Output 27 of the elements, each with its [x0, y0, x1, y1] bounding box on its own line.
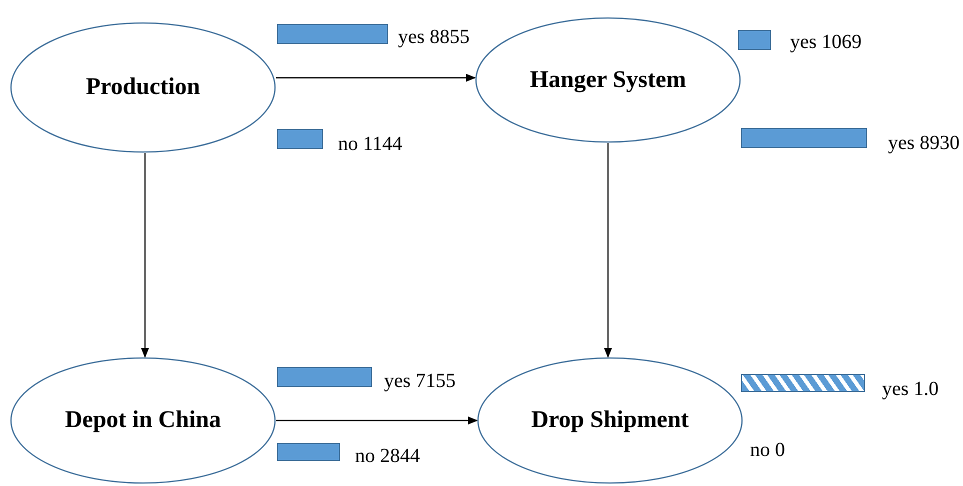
value-label: yes 8930 — [888, 133, 960, 153]
arrow — [604, 143, 612, 358]
arrow — [276, 416, 478, 424]
ellipse-node — [477, 357, 743, 484]
value-label: yes 8855 — [398, 27, 470, 47]
value-label: no 2844 — [355, 446, 420, 466]
bar-indicator — [277, 367, 372, 387]
ellipse-node — [10, 22, 276, 153]
node-label: Drop Shipment — [531, 407, 689, 434]
node-label: Hanger System — [530, 66, 686, 94]
hatched-bar — [741, 374, 865, 392]
ellipse-node — [475, 17, 741, 143]
value-label: no 0 — [750, 440, 785, 460]
arrow — [276, 74, 476, 82]
node-label: Depot in China — [64, 407, 222, 434]
value-label: yes 1.0 — [882, 379, 939, 399]
bar-indicator — [277, 24, 388, 44]
ellipse-node — [10, 357, 276, 484]
value-label: yes 1069 — [790, 32, 862, 52]
bar-indicator — [277, 443, 340, 461]
bar-indicator — [738, 30, 771, 50]
node-label: Production — [86, 74, 200, 101]
bar-indicator — [741, 128, 867, 148]
bar-indicator — [277, 129, 323, 149]
arrow — [141, 153, 149, 358]
value-label: no 1144 — [338, 134, 402, 154]
value-label: yes 7155 — [384, 371, 456, 391]
